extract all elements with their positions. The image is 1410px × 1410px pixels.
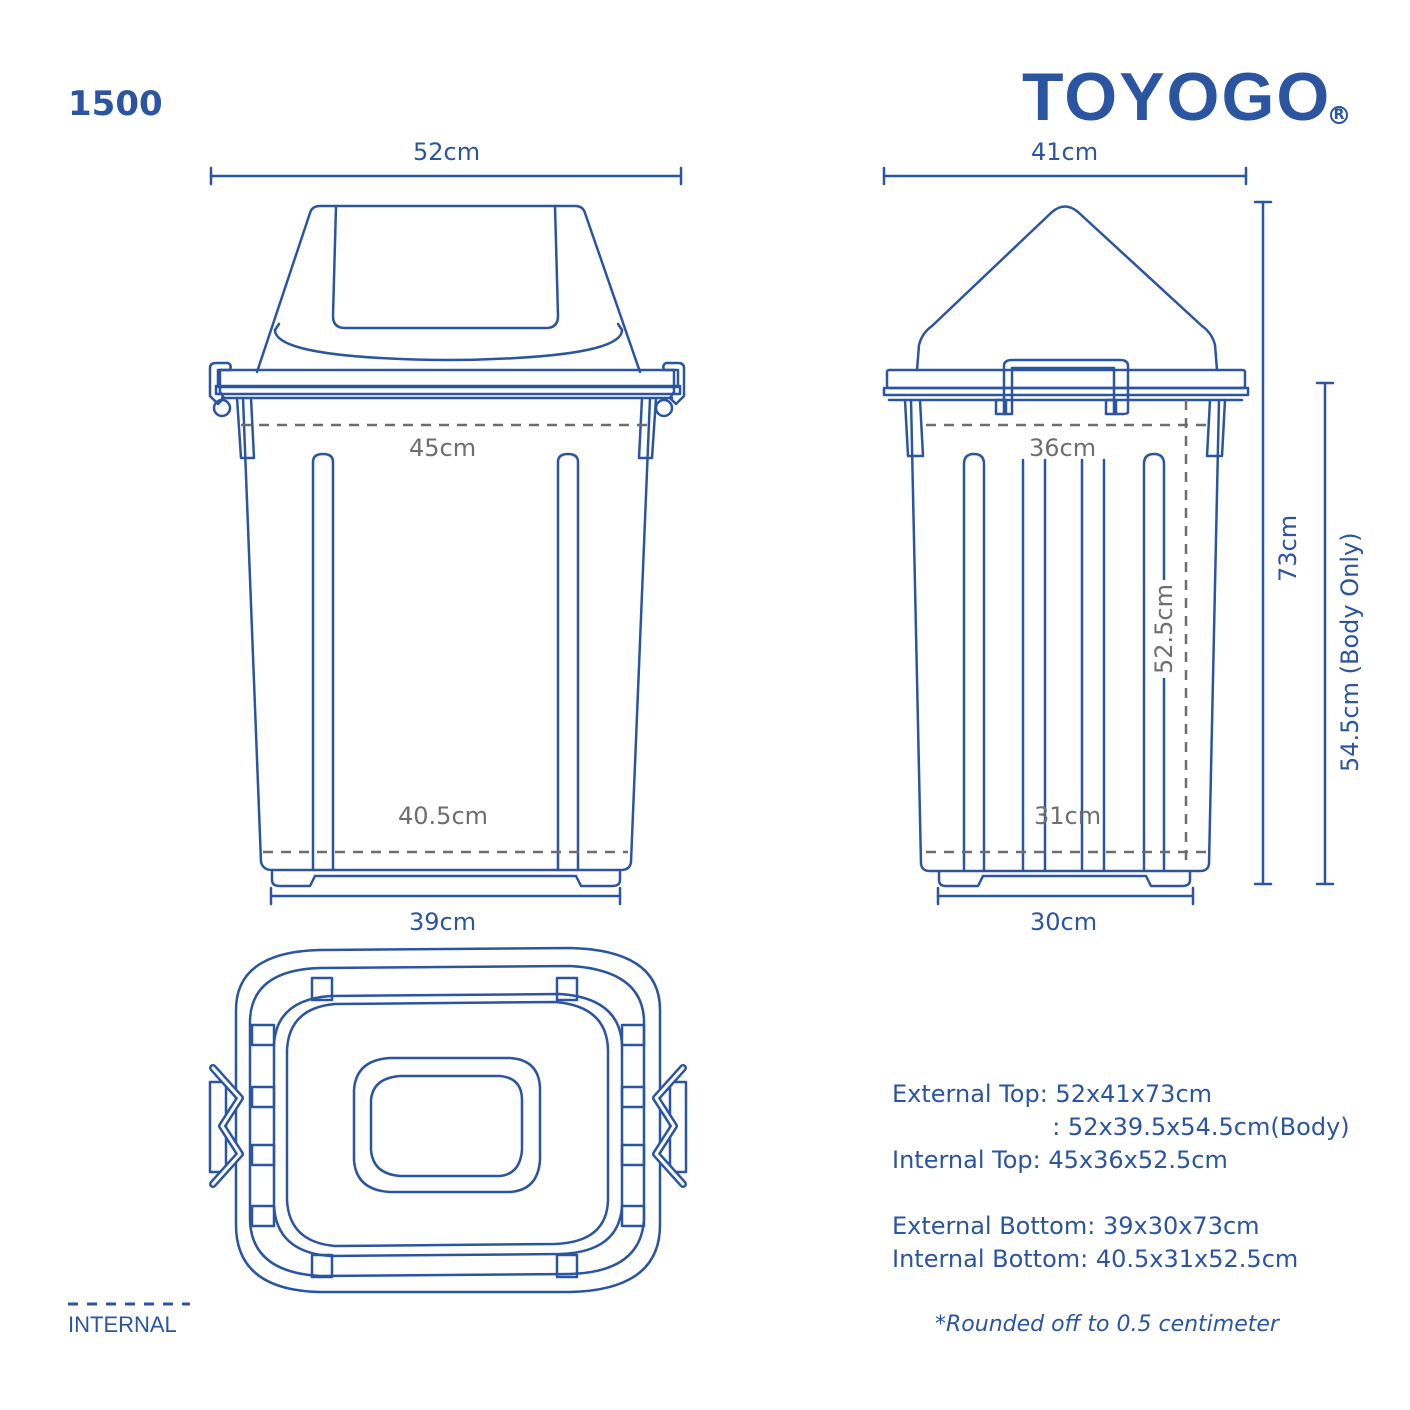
model-number: 1500 [68, 84, 163, 124]
front-internal-top-label: 45cm [409, 434, 477, 462]
front-bottom-width-label: 39cm [409, 908, 477, 936]
front-internal-bottom-label: 40.5cm [398, 802, 489, 830]
spec-external-top-body: : 52x39.5x54.5cm(Body) [892, 1113, 1350, 1141]
front-top-width-label: 52cm [413, 138, 481, 166]
legend-internal-label: INTERNAL [68, 1312, 177, 1337]
spec-spacer [892, 1177, 1350, 1210]
internal-dashed-lines [241, 400, 1206, 862]
spec-internal-top: Internal Top: 45x36x52.5cm [892, 1146, 1228, 1174]
internal-height-label: 52.5cm [1150, 579, 1178, 678]
side-bottom-depth-label: 30cm [1030, 908, 1098, 936]
side-view-drawing [882, 166, 1335, 906]
specifications-list: External Top: 52x41x73cm : 52x39.5x54.5c… [892, 1078, 1350, 1276]
registered-mark-icon: R [1330, 106, 1348, 124]
side-top-width-label: 41cm [1031, 138, 1099, 166]
front-view-drawing [208, 166, 686, 906]
side-internal-bottom-label: 31cm [1034, 802, 1102, 830]
spec-internal-bottom: Internal Bottom: 40.5x31x52.5cm [892, 1245, 1299, 1273]
spec-external-top: External Top: 52x41x73cm [892, 1080, 1213, 1108]
total-height-label: 73cm [1274, 514, 1302, 582]
top-view-drawing [208, 946, 688, 1294]
side-internal-top-label: 36cm [1029, 434, 1097, 462]
rounding-note: *Rounded off to 0.5 centimeter [935, 1312, 1279, 1337]
brand-logo: TOYOGO [1022, 59, 1332, 135]
spec-external-bottom: External Bottom: 39x30x73cm [892, 1212, 1260, 1240]
body-height-label: 54.5cm (Body Only) [1336, 532, 1364, 772]
